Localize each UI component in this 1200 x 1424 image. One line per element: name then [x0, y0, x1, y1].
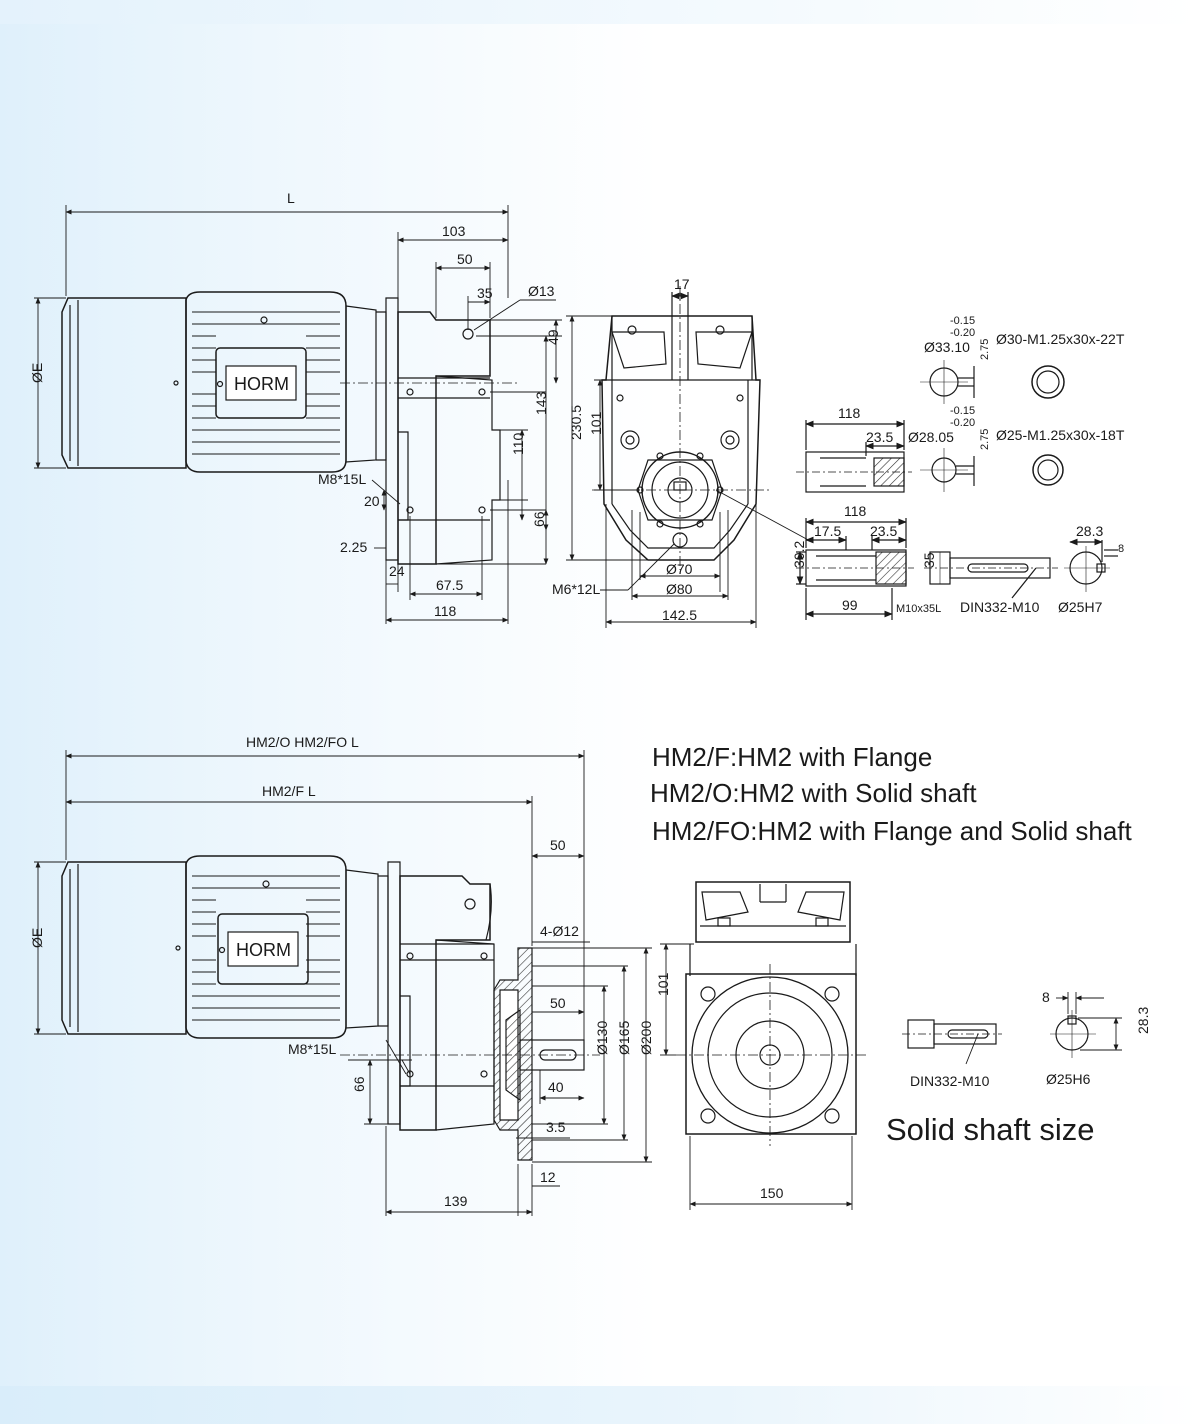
dim-8-solid: 8 — [1042, 989, 1050, 1005]
dim-40: 40 — [548, 1079, 564, 1095]
legend-line-1: HM2/F:HM2 with Flange — [652, 742, 932, 772]
tol-b-upper: -0.15 — [950, 405, 975, 417]
dim-d80: Ø80 — [666, 581, 693, 597]
dim-2-25: 2.25 — [340, 539, 367, 555]
dim-35-shaft: 35 — [921, 552, 937, 568]
top-band — [0, 0, 1200, 24]
dim-17: 17 — [674, 276, 690, 292]
dim-17-5: 17.5 — [814, 523, 841, 539]
dim-66-bottom: 66 — [351, 1076, 367, 1092]
top-front-view — [592, 286, 770, 570]
bottom-motor-side-view — [61, 855, 600, 1161]
dim-8-top: 8 — [1118, 543, 1124, 555]
dim-28-3-solid: 28.3 — [1135, 1007, 1151, 1034]
dim-m8: M8*15L — [318, 471, 366, 487]
dim-150: 150 — [760, 1185, 784, 1201]
dim-139: 139 — [444, 1193, 468, 1209]
top-front-dimension-lines — [566, 315, 813, 628]
dim-28-3-top: 28.3 — [1076, 523, 1103, 539]
spline-25: Ø25-M1.25x30x-18T — [996, 427, 1125, 443]
dim-50: 50 — [457, 251, 473, 267]
dim-d70: Ø70 — [666, 561, 693, 577]
dim-49: 49 — [545, 329, 561, 345]
dim-d33-10: Ø33.10 — [924, 339, 970, 355]
dim-50-a: 50 — [550, 837, 566, 853]
dim-67-5: 67.5 — [436, 577, 463, 593]
dim-110: 110 — [510, 432, 526, 455]
dim-d25h7: Ø25H7 — [1058, 599, 1103, 615]
dim-d25h6: Ø25H6 — [1046, 1071, 1091, 1087]
dim-phi-e: ØE — [29, 363, 45, 383]
dim-50-b: 50 — [550, 995, 566, 1011]
legend-line-3: HM2/FO:HM2 with Flange and Solid shaft — [652, 816, 1133, 846]
brand-nameplate-top: HORM — [234, 374, 289, 394]
dim-101: 101 — [588, 411, 604, 435]
top-dimension-lines — [34, 205, 562, 624]
din332-top: DIN332-M10 — [960, 599, 1040, 615]
dim-230-5: 230.5 — [568, 405, 584, 440]
dim-2-75-b: 2.75 — [979, 429, 991, 450]
dim-23-5-b: 23.5 — [870, 523, 897, 539]
dim-l: L — [287, 190, 295, 206]
bottom-dimension-lines — [34, 750, 652, 1216]
dim-d28-05: Ø28.05 — [908, 429, 954, 445]
dim-d13: Ø13 — [528, 283, 555, 299]
dim-3-5: 3.5 — [546, 1119, 566, 1135]
dim-66: 66 — [531, 511, 547, 527]
dim-hm2-o-l: HM2/O HM2/FO L — [246, 734, 359, 750]
solid-shaft-size-drawing — [902, 992, 1122, 1065]
dim-hm2-f-l: HM2/F L — [262, 783, 316, 799]
dim-30-2: 30.2 — [791, 541, 807, 568]
dim-118-a: 118 — [838, 405, 861, 421]
dim-2-75-a: 2.75 — [979, 339, 991, 360]
dim-phi-e-bottom: ØE — [29, 928, 45, 948]
dim-12: 12 — [540, 1169, 556, 1185]
dim-143: 143 — [533, 391, 549, 415]
din332-solid: DIN332-M10 — [910, 1073, 990, 1089]
bottom-band — [0, 1386, 1200, 1424]
dim-d200: Ø200 — [638, 1021, 654, 1055]
dim-118: 118 — [434, 603, 457, 619]
dim-103: 103 — [442, 223, 466, 239]
dim-20: 20 — [364, 493, 380, 509]
bottom-flange-front-view — [660, 881, 866, 1210]
dim-99: 99 — [842, 597, 858, 613]
tol-a-upper: -0.15 — [950, 315, 975, 327]
dim-m8-bottom: M8*15L — [288, 1041, 336, 1057]
dim-m10: M10x35L — [896, 603, 941, 615]
dim-m6: M6*12L — [552, 581, 600, 597]
shaft-detail-drawings — [796, 360, 1118, 620]
dim-118-b: 118 — [844, 503, 867, 519]
legend-line-2: HM2/O:HM2 with Solid shaft — [650, 778, 977, 808]
top-motor-side-view — [61, 291, 520, 565]
dim-101-bottom: 101 — [655, 972, 671, 996]
spline-30: Ø30-M1.25x30x-22T — [996, 331, 1125, 347]
dim-35: 35 — [477, 285, 493, 301]
brand-nameplate-bottom: HORM — [236, 940, 291, 960]
tol-a-lower: -0.20 — [950, 327, 975, 339]
dim-24: 24 — [389, 563, 405, 579]
dim-142-5: 142.5 — [662, 607, 697, 623]
dim-4-d12: 4-Ø12 — [540, 923, 579, 939]
dim-d130: Ø130 — [594, 1021, 610, 1055]
dim-23-5-a: 23.5 — [866, 429, 893, 445]
tol-b-lower: -0.20 — [950, 417, 975, 429]
solid-shaft-title: Solid shaft size — [886, 1112, 1095, 1147]
dim-d165: Ø165 — [616, 1021, 632, 1055]
